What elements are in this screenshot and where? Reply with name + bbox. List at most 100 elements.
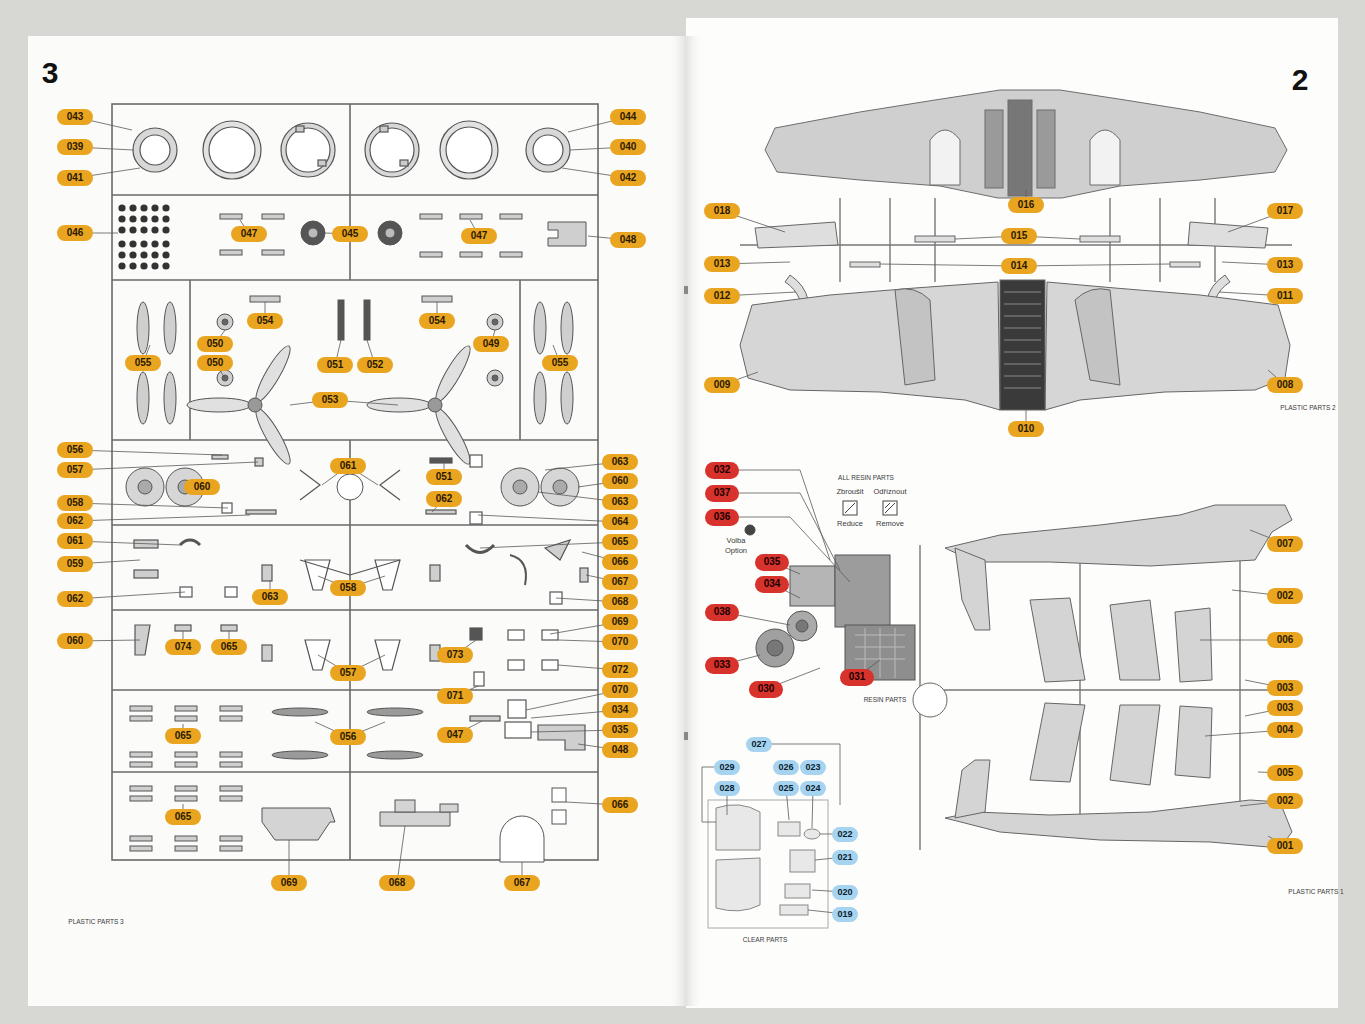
callout-text: 057 — [340, 668, 357, 678]
callout-text: 047 — [241, 229, 258, 239]
small-part — [367, 708, 423, 716]
callout-text: 044 — [620, 112, 637, 122]
small-part — [220, 796, 242, 801]
fuselage-halves — [1030, 598, 1085, 682]
callout-number: 070 — [602, 682, 638, 698]
booklet-pages — [684, 286, 688, 294]
clear-parts — [785, 884, 810, 898]
sheet-note: RESIN PARTS — [864, 697, 907, 704]
callout-text: 020 — [837, 888, 852, 897]
small-parts — [534, 302, 546, 354]
small-part — [151, 240, 158, 247]
small-part — [130, 706, 152, 711]
callout-text: 027 — [751, 740, 766, 749]
propeller — [431, 405, 475, 467]
propeller — [187, 343, 295, 468]
wing-parts — [1045, 282, 1290, 410]
callout-number: 003 — [1267, 680, 1303, 696]
small-part — [130, 762, 152, 767]
callout-number: 058 — [57, 495, 93, 511]
callout-text: 053 — [322, 395, 339, 405]
propeller — [187, 343, 475, 468]
small-part — [140, 262, 147, 269]
callout-number: 005 — [1267, 765, 1303, 781]
small-part — [118, 262, 125, 269]
strut-parts — [300, 470, 320, 500]
callout-number: 059 — [57, 556, 93, 572]
callout-number: 003 — [1267, 700, 1303, 716]
callout-number: 024 — [800, 781, 826, 796]
strut-parts — [225, 587, 237, 597]
callout-text: 054 — [429, 316, 446, 326]
callout-text: 040 — [620, 142, 637, 152]
resin-parts — [835, 555, 890, 627]
small-parts — [548, 222, 586, 246]
wing-upper — [765, 90, 1287, 198]
callout-number: 071 — [437, 688, 473, 704]
small-part — [118, 240, 125, 247]
strut-parts — [430, 458, 452, 463]
sprue-frame — [112, 104, 598, 860]
callout-number: 047 — [461, 228, 497, 244]
callout-number: 033 — [705, 657, 739, 674]
callout-text: 062 — [67, 516, 84, 526]
callout-text: 061 — [67, 536, 84, 546]
small-part — [162, 262, 169, 269]
small-parts — [534, 372, 546, 424]
callout-number: 050 — [197, 355, 233, 371]
callout-number: 001 — [1267, 838, 1303, 854]
small-part — [220, 716, 242, 721]
callout-number: 043 — [57, 109, 93, 125]
strut-parts — [542, 660, 558, 670]
strut-parts — [466, 545, 494, 553]
callout-number: 053 — [312, 392, 348, 408]
propeller — [187, 398, 251, 412]
strut-parts — [505, 722, 531, 738]
leader-line — [75, 515, 250, 521]
small-part — [220, 250, 242, 255]
callout-number: 069 — [602, 614, 638, 630]
ring-parts — [296, 126, 304, 132]
sheet-note: ALL RESIN PARTS — [838, 475, 894, 482]
callout-text: 014 — [1011, 261, 1028, 271]
resin-parts — [787, 611, 817, 641]
wing-upper — [985, 110, 1003, 188]
callout-number: 034 — [602, 702, 638, 718]
callout-text: 060 — [612, 476, 629, 486]
bottom-parts — [552, 810, 566, 824]
clear-parts — [804, 829, 820, 839]
generated-parts — [118, 204, 522, 851]
strut-parts — [134, 570, 158, 578]
callout-text: 016 — [1018, 200, 1035, 210]
callout-text: 002 — [1277, 796, 1294, 806]
ring-parts — [370, 128, 414, 172]
callout-number: 057 — [330, 665, 366, 681]
small-parts — [222, 319, 228, 325]
leader-line — [75, 450, 222, 455]
wing-parts — [740, 222, 1290, 410]
callout-number: 035 — [755, 554, 789, 571]
callout-number: 046 — [57, 225, 93, 241]
small-part — [220, 762, 242, 767]
resin-parts — [790, 566, 835, 606]
callout-text: 066 — [612, 557, 629, 567]
callout-number: 012 — [704, 288, 740, 304]
symbol-icons — [845, 503, 855, 513]
small-parts — [561, 372, 573, 424]
sheet-note: Zbroušit — [836, 488, 863, 496]
callout-number: 062 — [57, 513, 93, 529]
callout-text: 001 — [1277, 841, 1294, 851]
ring-parts — [203, 121, 261, 179]
small-part — [220, 786, 242, 791]
callout-text: 062 — [67, 594, 84, 604]
wing-parts — [785, 275, 808, 300]
callout-number: 040 — [610, 139, 646, 155]
callout-text: 048 — [620, 235, 637, 245]
callout-text: 006 — [1277, 635, 1294, 645]
wheel-parts — [541, 468, 579, 506]
callout-number: 029 — [714, 760, 740, 775]
callout-number: 028 — [714, 781, 740, 796]
small-part — [220, 846, 242, 851]
callout-number: 060 — [602, 473, 638, 489]
callout-number: 055 — [542, 355, 578, 371]
